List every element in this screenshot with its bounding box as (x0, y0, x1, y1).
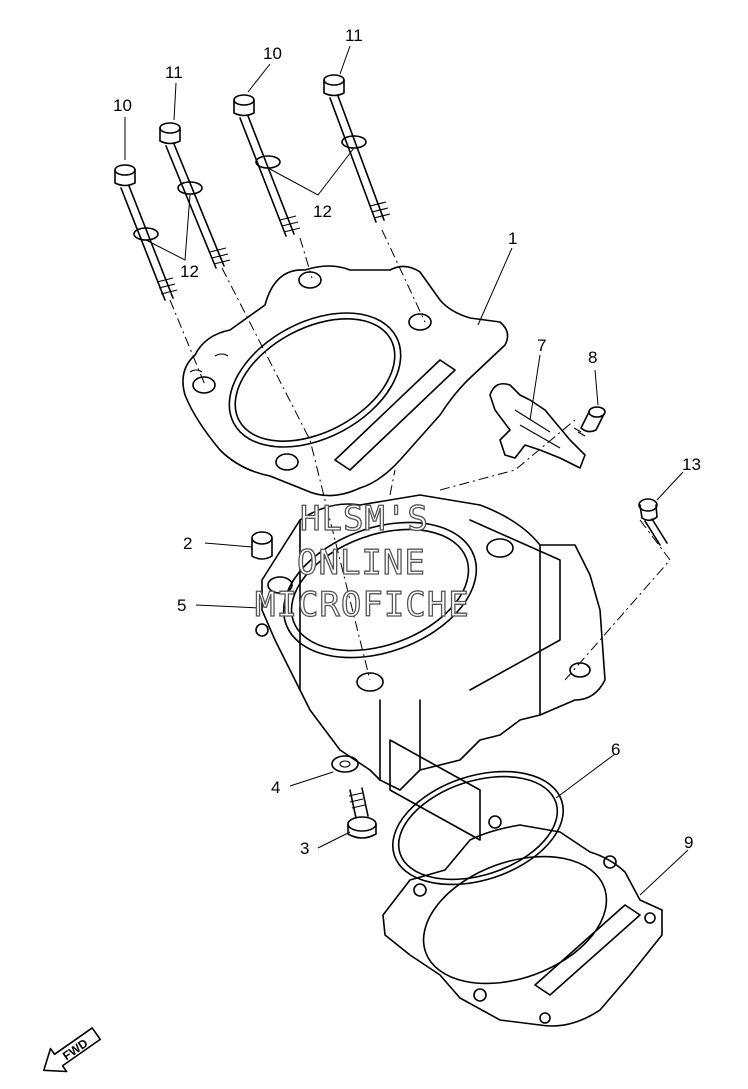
stud-bolt-3 (347, 787, 377, 839)
watermark: HLSM'S ONLINE MICROFICHE (254, 498, 470, 625)
callout-3: 3 (300, 839, 309, 858)
callout-12-left: 12 (180, 262, 199, 281)
callout-11-left: 11 (165, 63, 183, 82)
watermark-line-1: HLSM'S (300, 499, 429, 539)
callout-1: 1 (508, 229, 517, 248)
fwd-arrow-icon: FWD (42, 1027, 102, 1073)
bolt-10-left (114, 164, 178, 301)
base-gasket-9 (382, 815, 663, 1027)
bracket-7 (489, 382, 586, 469)
bolt-11-right (323, 74, 391, 223)
callout-10-right: 10 (263, 44, 282, 63)
callout-5: 5 (177, 596, 186, 615)
callout-9: 9 (684, 833, 693, 852)
fwd-label: FWD (60, 1036, 91, 1063)
callout-8: 8 (588, 348, 597, 367)
callout-11-right: 11 (345, 26, 363, 45)
callout-4: 4 (271, 778, 280, 797)
dowel-pin-2 (251, 531, 273, 560)
bolt-8 (573, 406, 606, 437)
callout-10-left: 10 (113, 96, 132, 115)
washer-4 (331, 755, 359, 773)
callout-labels: 10 11 10 11 12 12 1 7 8 13 2 5 4 3 6 9 (113, 26, 701, 858)
leader-lines (124, 45, 689, 896)
callout-2: 2 (183, 534, 192, 553)
watermark-line-3: MICROFICHE (255, 585, 470, 625)
cylinder-block (255, 494, 606, 841)
o-ring-6 (391, 770, 565, 886)
bolt-11-left (159, 122, 231, 269)
callout-12-right: 12 (313, 202, 332, 221)
callout-13: 13 (682, 455, 701, 474)
callout-6: 6 (611, 740, 620, 759)
head-gasket (182, 265, 509, 497)
bolt-13 (638, 498, 668, 546)
bolt-10-right (233, 94, 301, 237)
callout-7: 7 (537, 336, 546, 355)
watermark-line-2: ONLINE (297, 543, 426, 583)
